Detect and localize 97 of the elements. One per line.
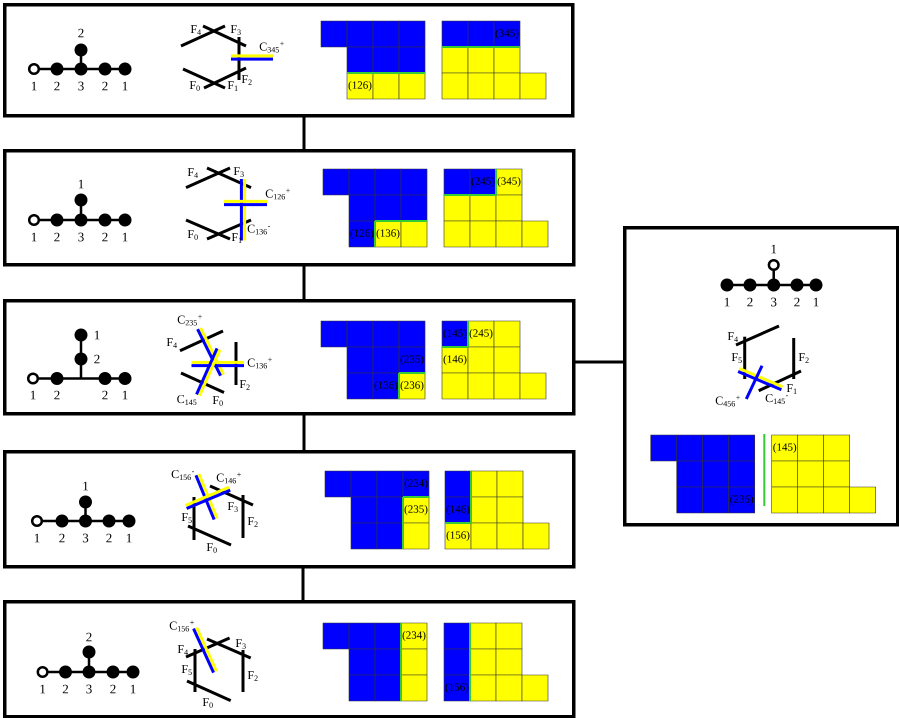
line-label: F$_{2}$ bbox=[242, 75, 252, 85]
vertex-label: 1 bbox=[40, 684, 46, 694]
cell-label: (145) bbox=[444, 329, 466, 339]
vertex-label: 1 bbox=[122, 232, 128, 242]
cell-label: (245) bbox=[470, 329, 492, 339]
cell-label: (126) bbox=[348, 81, 372, 91]
vertex-label: 2 bbox=[59, 534, 65, 542]
vertex-label: 2 bbox=[94, 354, 100, 364]
vertex-label: 2 bbox=[102, 82, 108, 90]
cell-label: (145) bbox=[773, 443, 796, 453]
vertex-label: 1 bbox=[772, 244, 776, 254]
vertex-label: 2 bbox=[102, 390, 108, 400]
vertex-label: 3 bbox=[78, 232, 84, 242]
line-label: F$_{0}$ bbox=[188, 230, 198, 240]
vertex-label: 2 bbox=[106, 534, 112, 542]
connector-line bbox=[302, 568, 304, 600]
line-label: F$_{0}$ bbox=[206, 543, 217, 553]
line-label: F$_{2}$ bbox=[248, 671, 258, 681]
cell-label: (236) bbox=[730, 495, 754, 505]
line-label: F$_{3}$ bbox=[228, 502, 238, 512]
line-label: F$_{4}$ bbox=[188, 168, 198, 178]
cell-label: (234) bbox=[404, 479, 428, 489]
vertex-label: 1 bbox=[32, 82, 36, 90]
cell-label: (235) bbox=[404, 505, 428, 515]
line-label: F$_{5}$ bbox=[182, 665, 192, 675]
line-label: F$_{2}$ bbox=[240, 380, 250, 390]
line-label: F$_{2}$ bbox=[798, 353, 809, 363]
line-label: F$_{1}$ bbox=[786, 384, 797, 394]
line-label: C$_{126}$+ bbox=[266, 188, 290, 200]
line-label: F$_{1}$ bbox=[232, 233, 242, 243]
line-label: F$_{0}$ bbox=[212, 396, 223, 406]
vertex-label: 2 bbox=[86, 632, 92, 642]
vertex-label: 2 bbox=[102, 232, 108, 242]
line-label: F$_{4}$ bbox=[190, 25, 201, 35]
cell-label: (236) bbox=[400, 381, 424, 391]
cell-label: (136) bbox=[374, 381, 398, 391]
vertex-label: 1 bbox=[34, 534, 40, 542]
vertex-label: 1 bbox=[122, 82, 128, 90]
vertex-label: 2 bbox=[794, 298, 800, 306]
line-label: F$_{0}$ bbox=[202, 698, 213, 708]
line-label: F$_{3}$ bbox=[236, 639, 246, 649]
vertex-label: 2 bbox=[62, 684, 68, 694]
vertex-label: 2 bbox=[747, 298, 753, 306]
vertex-label: 3 bbox=[771, 298, 776, 306]
line-label: C$_{145}$ bbox=[177, 395, 196, 405]
connector-line bbox=[302, 118, 306, 149]
cell-label: (146) bbox=[446, 505, 470, 515]
cell-label: (156) bbox=[446, 683, 468, 693]
line-label: C$_{156}$+ bbox=[170, 620, 194, 632]
vertex-label: 1 bbox=[94, 330, 100, 340]
connector-line bbox=[302, 266, 306, 299]
line-label: F$_{4}$ bbox=[728, 332, 738, 342]
line-label: F$_{5}$ bbox=[732, 353, 742, 363]
cell-label: (245) bbox=[472, 177, 494, 187]
line-label: C$_{156}$- bbox=[172, 470, 194, 480]
vertex-label: 2 bbox=[54, 390, 60, 400]
vertex-label: 1 bbox=[30, 390, 36, 400]
vertex-label: 1 bbox=[122, 390, 128, 400]
cell-label: (156) bbox=[446, 531, 470, 541]
vertex-label: 2 bbox=[54, 82, 60, 90]
line-label: C$_{345}$+ bbox=[260, 42, 284, 52]
vertex-label: 3 bbox=[82, 534, 88, 542]
cell-label: (345) bbox=[498, 177, 520, 187]
vertex-label: 1 bbox=[78, 180, 84, 188]
vertex-label: 1 bbox=[724, 298, 730, 306]
vertex-label: 3 bbox=[78, 82, 84, 90]
line-label: C$_{146}$+ bbox=[216, 472, 241, 484]
line-label: F$_{0}$ bbox=[190, 81, 200, 91]
line-label: C$_{136}$+ bbox=[248, 358, 272, 368]
cell-label: (136) bbox=[376, 229, 400, 239]
vertex-label: 1 bbox=[126, 534, 132, 542]
vertex-label: 1 bbox=[32, 232, 36, 242]
line-label: C$_{456}$+ bbox=[716, 396, 740, 406]
line-label: F$_{3}$ bbox=[230, 25, 241, 35]
vertex-label: 2 bbox=[54, 232, 60, 242]
connector-line bbox=[576, 360, 623, 364]
cell-label: (345) bbox=[496, 29, 518, 39]
cell-label: (234) bbox=[402, 631, 426, 641]
line-label: C$_{136}$- bbox=[248, 224, 270, 234]
line-label: C$_{235}$+ bbox=[178, 314, 202, 326]
line-label: F$_{5}$ bbox=[182, 513, 192, 523]
line-label: F$_{3}$ bbox=[234, 167, 244, 177]
vertex-label: 2 bbox=[78, 28, 84, 38]
line-label: F$_{4}$ bbox=[166, 338, 177, 348]
line-label: F$_{2}$ bbox=[248, 517, 258, 527]
cell-label: (126) bbox=[350, 229, 374, 239]
vertex-label: 1 bbox=[130, 684, 136, 694]
cell-label: (146) bbox=[444, 355, 466, 365]
vertex-label: 3 bbox=[86, 684, 92, 694]
line-label: C$_{145}$- bbox=[766, 394, 788, 404]
line-label: F$_{4}$ bbox=[178, 645, 188, 655]
vertex-label: 1 bbox=[83, 482, 88, 490]
connector-line bbox=[302, 416, 306, 450]
vertex-label: 1 bbox=[814, 298, 818, 306]
vertex-label: 2 bbox=[110, 684, 116, 694]
line-label: F$_{1}$ bbox=[228, 81, 238, 91]
cell-label: (235) bbox=[400, 355, 424, 365]
